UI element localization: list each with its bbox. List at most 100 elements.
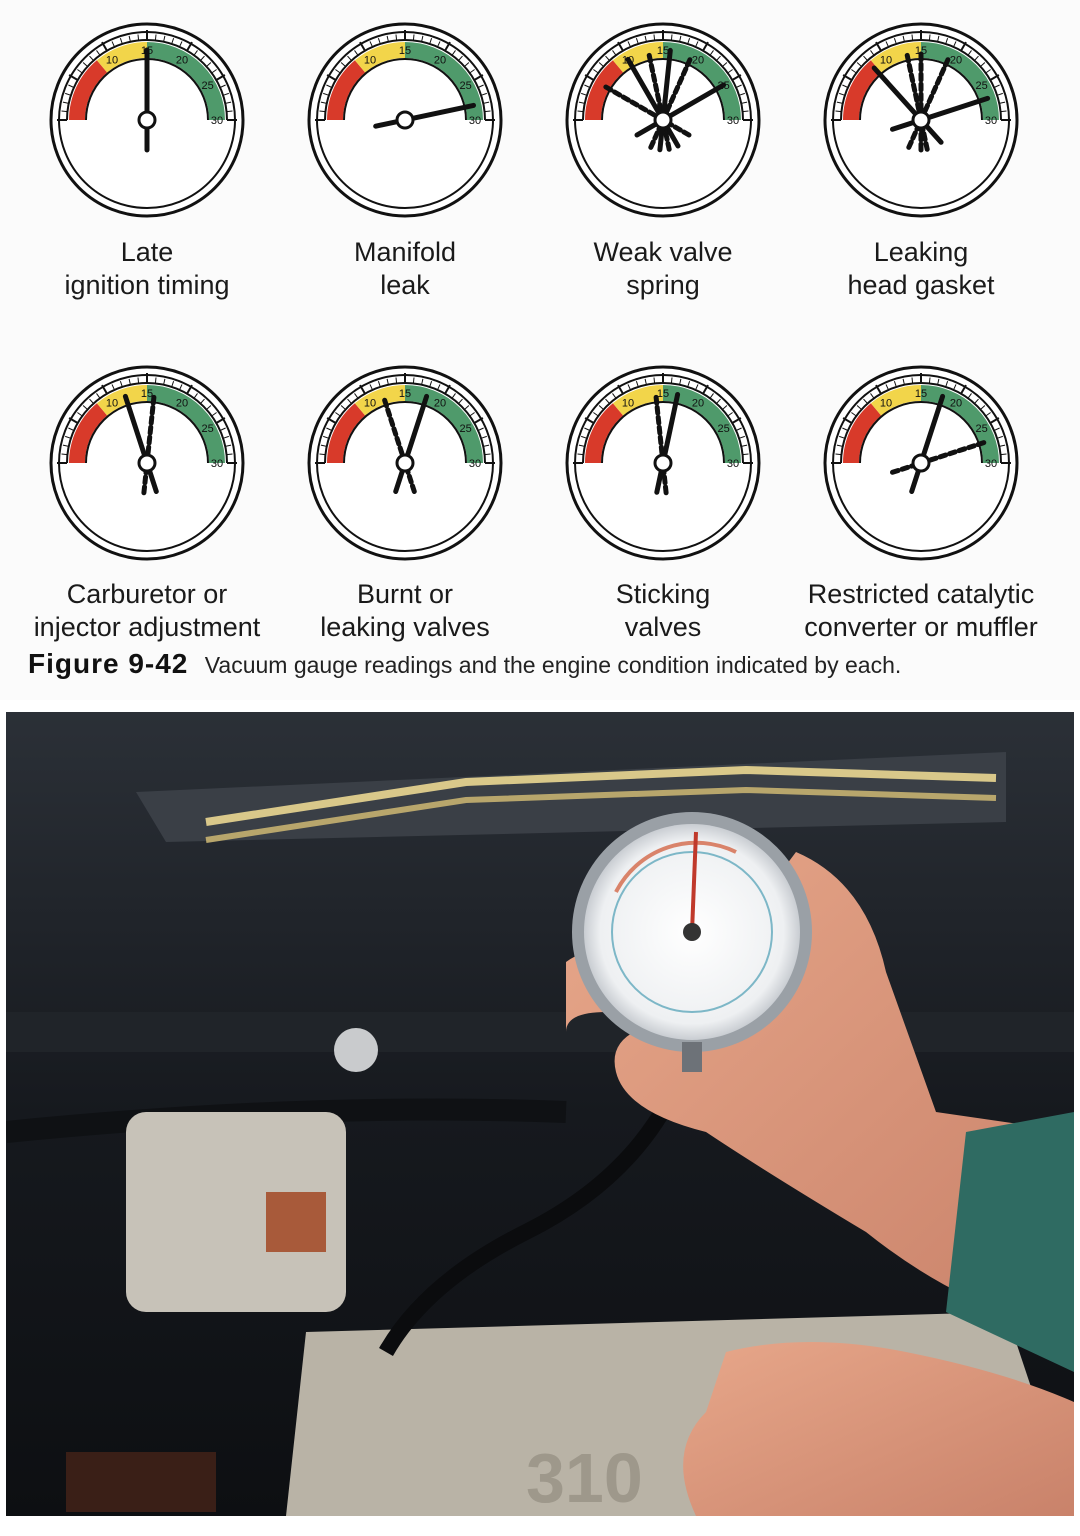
gauge-tick-label: 25 [717, 423, 729, 435]
gauge-tick [395, 377, 398, 384]
gauge-needle [906, 53, 952, 150]
needle-pivot [395, 110, 415, 130]
gauge-tick-label: 15 [915, 388, 927, 400]
gauge-tick [722, 405, 728, 410]
gauge-tick [319, 453, 326, 456]
gauge-tick [62, 444, 69, 447]
gauge-tick [612, 393, 617, 399]
yellow-zone [354, 385, 406, 416]
gauge-tick [200, 398, 205, 404]
gauge-tick [996, 92, 1003, 96]
gauge-needle [903, 49, 930, 152]
gauge-tick [68, 417, 79, 424]
gauge-tick [480, 92, 487, 96]
gauge-tick [863, 55, 868, 61]
gauge-needle [373, 102, 476, 129]
gauge-tick-label: 30 [211, 115, 223, 127]
gauge-tick [206, 405, 212, 410]
gauge-tick [695, 384, 699, 391]
gauge-tick-label: 25 [201, 80, 213, 92]
red-zone [69, 403, 108, 464]
gauge-tick [484, 453, 491, 456]
gauge-tick [735, 427, 742, 431]
gauge-tick [584, 74, 595, 81]
gauge-tick [464, 405, 470, 410]
gauge-tick [993, 84, 1000, 88]
gauge-needle [654, 392, 681, 495]
gauge-tick [128, 35, 131, 42]
gauge-tick [458, 55, 463, 61]
gauge-tick [735, 84, 742, 88]
gauge-tick [222, 92, 229, 96]
gauge-tick [870, 393, 875, 399]
gauge-tick [101, 41, 108, 52]
gauge-tick [716, 55, 721, 61]
gauge-tick [320, 444, 327, 447]
gauge-tick [839, 435, 846, 439]
alternator [126, 1112, 346, 1312]
gauge-tick [171, 38, 175, 45]
gauge-tick [974, 55, 979, 61]
red-zone [585, 60, 624, 121]
gauge-tick [945, 38, 949, 45]
gauge-tick [902, 378, 905, 385]
gauge-tick [154, 377, 157, 384]
gauge-tick [421, 378, 424, 385]
green-zone [920, 385, 999, 464]
needle-pivot [395, 453, 415, 473]
handheld-gauge-needle [690, 831, 698, 933]
gauge-tick [359, 41, 366, 52]
gauge-tick-label: 10 [880, 397, 892, 409]
gauge-tick [670, 34, 673, 41]
gauge-tick [577, 453, 584, 456]
gauge-tick [875, 384, 882, 395]
gauge-tick-label: 15 [141, 388, 153, 400]
gauge-tick [225, 101, 232, 104]
gauge-tick [119, 38, 123, 45]
gauge-tick [885, 41, 889, 48]
figure-caption-text: Vacuum gauge readings and the engine con… [204, 652, 902, 678]
gauge-needle [890, 438, 991, 475]
gauge-tick [842, 74, 853, 81]
gauge-tick [483, 101, 490, 104]
engine-photo: 310 [6, 712, 1074, 1516]
gauge-tick-label: 20 [176, 54, 188, 66]
gauge-condition-label: Carburetor or injector adjustment [33, 579, 261, 642]
gauge-tick [967, 393, 972, 399]
gauge-tick [200, 55, 205, 61]
gauge-tick [741, 444, 748, 447]
gauge-tick [326, 417, 337, 424]
gauge-tick [412, 34, 415, 41]
gauge-tick [477, 427, 484, 431]
gauge-tick-label: 20 [692, 54, 704, 66]
gauge-tick [741, 101, 748, 104]
gauge-tick [989, 74, 1000, 81]
gauge-tick [679, 378, 682, 385]
gauge-tick [722, 62, 728, 67]
gauge-needle [871, 65, 944, 145]
gauge-tick [617, 384, 624, 395]
gauge-tick [635, 38, 639, 45]
gauge-tick [836, 101, 843, 104]
gauge-tick [578, 101, 585, 104]
gauge-tick-label: 10 [364, 54, 376, 66]
gauge-tick-label: 15 [399, 388, 411, 400]
gauge-tick [679, 35, 682, 42]
gauge-tick [89, 55, 94, 61]
gauge-tick [870, 50, 875, 56]
gauge-tick [578, 444, 585, 447]
gauge-tick [215, 417, 226, 424]
gauge-tick [709, 50, 714, 56]
gauge-tick [644, 378, 647, 385]
second-hand [683, 1342, 1074, 1516]
gauge-tick [484, 110, 491, 113]
gauge-needle [657, 47, 673, 153]
gauge-tick [960, 384, 967, 395]
gauge-tick [856, 405, 862, 410]
gauge-tick [937, 35, 940, 42]
gauge-tick [171, 381, 175, 388]
